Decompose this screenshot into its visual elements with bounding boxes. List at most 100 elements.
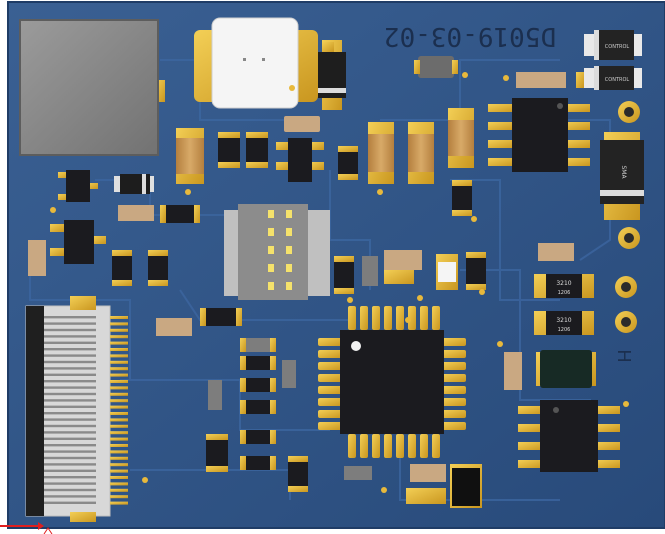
revision-silkscreen: D5019-03-02 [384,21,556,51]
fpc-pin [44,386,96,389]
fpc-pin [44,456,96,460]
qfp-pin [318,410,342,418]
origin-axis-marker [0,522,53,534]
qfp-pin [420,434,428,458]
fpc-pad [110,482,128,486]
transistor-q3 [276,138,324,182]
diode-d3 [318,40,346,110]
qfp-pin [432,434,440,458]
ic-soic-u5 [518,400,620,472]
qfp-pin [442,422,466,430]
qfp-pin [442,410,466,418]
fpc-pad [110,360,128,364]
fpc-pin [44,424,96,428]
qfp-pin [442,386,466,394]
qfp-pin [396,434,404,458]
fpc-pin [44,328,96,332]
fpc-pin [44,495,96,498]
fpc-pin [44,354,96,357]
fpc-pad [110,456,128,460]
resistor-3210-a: 3210 1206 [534,274,594,298]
inductor-large [19,19,165,156]
fpc-pin [44,380,96,383]
qfp-pin [442,362,466,370]
fpc-pad [110,450,128,454]
fpc-pin [44,348,96,351]
fpc-pad [110,469,128,473]
fpc-pin [44,463,96,466]
fpc-pin [44,469,96,472]
qfp-pin [372,434,380,458]
resistor-r5 [452,180,472,216]
qfp-pin [348,306,356,330]
qfp-pin [318,338,342,346]
test-pads-right [615,101,640,333]
fpc-pad [110,316,128,319]
resistor-cluster-left [112,250,242,326]
fpc-pin [44,488,96,492]
fpc-pad [110,476,128,479]
diode-label: CONTROL [605,44,630,50]
qfp-pin [348,434,356,458]
led [436,254,458,290]
fpc-pad [110,424,128,428]
ic-soic-u3 [488,98,590,172]
qfp-pin [408,434,416,458]
fpc-pin [44,476,96,479]
fpc-pin [44,373,96,376]
qfp-pin [318,386,342,394]
fpc-pin [44,316,96,319]
fpc-pad [110,412,128,415]
fpc-pin [44,418,96,421]
qfp-pin [318,422,342,430]
diode-label: CONTROL [605,77,630,83]
diode-d1: CONTROL [584,30,642,60]
fpc-pad [110,354,128,358]
qfp-pin [432,306,440,330]
header-connector [224,204,330,300]
fpc-pin [44,399,96,402]
fpc-pin [44,367,96,370]
res-value: 3210 [556,280,571,287]
fpc-pin [44,431,96,434]
fpc-pad [110,495,128,499]
qfp-pin [420,306,428,330]
qfp-pin [372,306,380,330]
resistor-bank [206,338,308,492]
fpc-pad [110,367,128,371]
fpc-pad [110,437,128,441]
qfp-pin [318,362,342,370]
qfp-pin [318,398,342,406]
res-size: 1206 [558,327,571,333]
resistor-r2 [246,132,268,168]
diode-small [114,174,154,194]
qfp-pin [442,338,466,346]
fpc-pin [44,482,96,485]
transistor-q1 [58,170,98,202]
resistor-r1 [218,132,240,168]
fpc-pin [44,437,96,440]
fpc-pin [44,450,96,453]
fpc-pad [110,373,128,377]
component-black-square [344,464,482,508]
resistor-3210-b: 3210 1206 [534,311,594,335]
silkscreen-marker: H [613,349,634,363]
qfp-pin [384,306,392,330]
qfp-pin [360,434,368,458]
inductor-small [536,350,596,388]
qfp-pin [442,398,466,406]
fpc-pad [110,328,128,332]
inductor-white [194,17,318,109]
transistor-q2 [50,220,106,264]
res-value: 3210 [556,317,571,324]
fpc-pin [44,501,96,504]
fpc-pad [110,380,128,383]
diode-sma-label: SMA [620,165,627,179]
mcu-qfp [318,306,466,458]
qfp-pin1-dot [351,341,361,351]
fpc-pad [110,399,128,403]
fpc-pin [44,412,96,415]
fpc-pin [44,405,96,408]
fpc-pad [110,322,128,326]
